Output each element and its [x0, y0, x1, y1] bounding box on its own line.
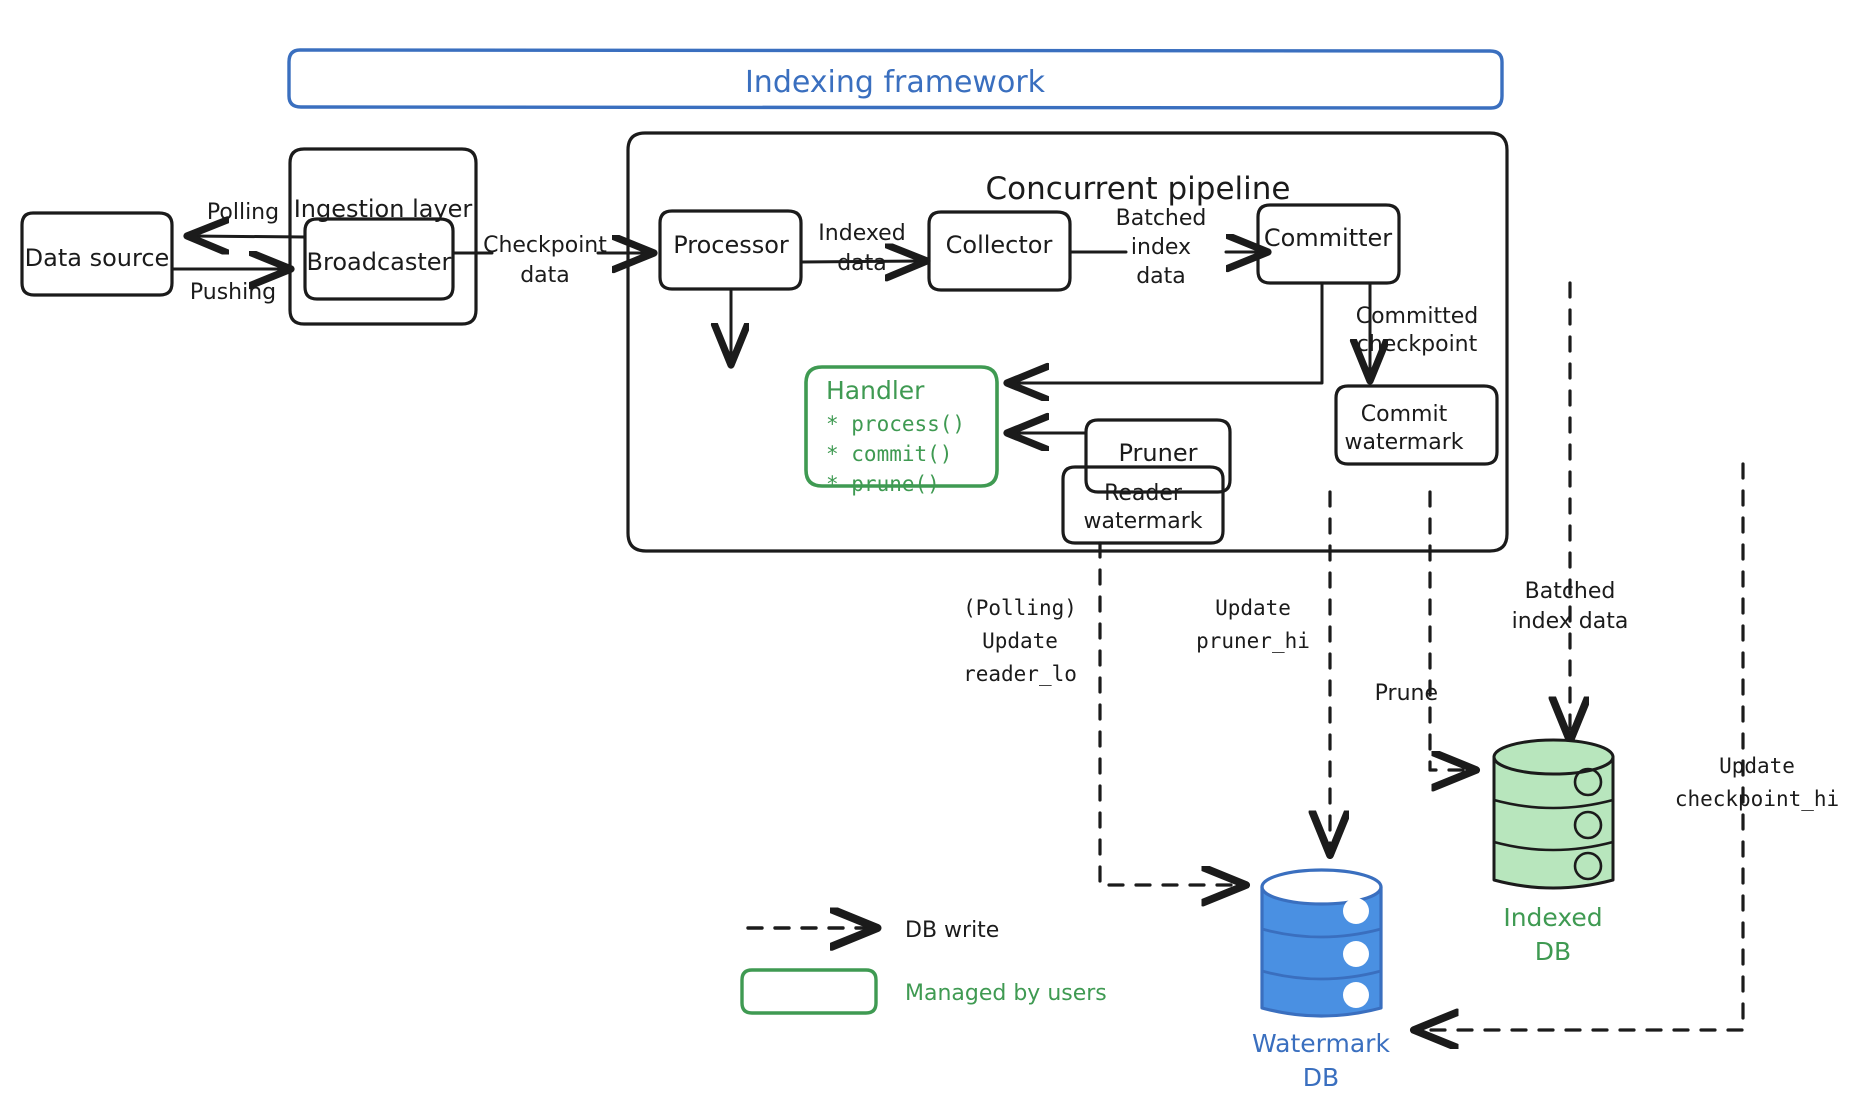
edge-label-checkpoint-data-l2: data	[520, 263, 570, 288]
edge-update-reader-lo	[1098, 541, 1243, 885]
edge-polling	[190, 236, 307, 237]
handler-method-commit: * commit()	[826, 442, 952, 466]
broadcaster-label: Broadcaster	[307, 248, 452, 276]
handler-box[interactable]	[804, 365, 999, 488]
ingestion-layer-title: Ingestion layer	[294, 195, 473, 223]
indexed-db-label-l2: DB	[1535, 937, 1571, 966]
legend-label-managed-by-users: Managed by users	[905, 981, 1107, 1006]
indexed-db-cylinder[interactable]	[1492, 738, 1615, 890]
edge-label-indexed-data-l1: Indexed	[818, 221, 905, 246]
processor-label: Processor	[673, 231, 789, 259]
pruner-box[interactable]	[1084, 418, 1232, 494]
edge-label-pushing: Pushing	[190, 280, 276, 305]
commit-watermark-box[interactable]	[1334, 384, 1499, 466]
pruner-label: Pruner	[1119, 439, 1198, 467]
edge-indexed-data	[799, 261, 924, 262]
legend-green-box-swatch	[740, 968, 878, 1015]
committer-label: Committer	[1264, 224, 1392, 252]
legend-label-db-write: DB write	[905, 918, 999, 943]
edge-label-committed-checkpoint-l1: Committed	[1356, 304, 1479, 329]
handler-method-process: * process()	[826, 412, 965, 436]
edge-label-reader-lo-l1: (Polling)	[963, 596, 1077, 620]
reader-watermark-box[interactable]	[1061, 465, 1225, 545]
handler-title: Handler	[826, 376, 925, 405]
edge-label-polling: Polling	[207, 200, 279, 225]
reader-watermark-label-l2: watermark	[1084, 509, 1203, 534]
framework-container-outline	[287, 48, 1504, 110]
pipeline-title: Concurrent pipeline	[986, 171, 1291, 207]
edge-label-pruner-hi-l2: pruner_hi	[1196, 629, 1310, 653]
watermark-db-label-l2: DB	[1303, 1063, 1339, 1092]
edge-label-batched-bottom-l1: Batched	[1525, 579, 1616, 604]
edge-committer-to-handler	[1010, 281, 1324, 383]
edge-label-batched-top-l3: data	[1136, 264, 1186, 289]
edge-label-batched-top-l1: Batched	[1116, 206, 1207, 231]
edge-label-batched-top-l2: index	[1131, 235, 1191, 260]
edge-label-batched-bottom-l2: index data	[1512, 609, 1629, 634]
data-source-label: Data source	[25, 244, 170, 272]
edge-label-indexed-data-l2: data	[837, 251, 887, 276]
watermark-db-cylinder[interactable]	[1260, 868, 1383, 1018]
indexed-db-label-l1: Indexed	[1503, 903, 1602, 932]
data-source-box[interactable]	[20, 211, 174, 297]
broadcaster-box[interactable]	[303, 217, 455, 301]
ingestion-container-outline	[288, 147, 478, 326]
edge-update-checkpoint-hi	[1417, 462, 1745, 1030]
collector-label: Collector	[946, 231, 1053, 259]
pipeline-container-outline	[626, 131, 1509, 553]
edge-label-reader-lo-l3: reader_lo	[963, 662, 1077, 686]
processor-box[interactable]	[658, 209, 803, 291]
reader-watermark-label-l1: Reader	[1104, 481, 1183, 506]
edge-prune	[1428, 490, 1473, 770]
framework-title: Indexing framework	[745, 65, 1046, 100]
edge-label-checkpoint-hi-l2: checkpoint_hi	[1675, 787, 1839, 811]
edge-label-committed-checkpoint-l2: checkpoint	[1357, 332, 1478, 357]
edge-label-prune: Prune	[1375, 681, 1438, 706]
commit-watermark-label-l2: watermark	[1345, 430, 1464, 455]
commit-watermark-label-l1: Commit	[1361, 402, 1448, 427]
collector-box[interactable]	[927, 210, 1072, 292]
edge-label-checkpoint-data-l1: Checkpoint	[483, 233, 607, 258]
edge-label-checkpoint-hi-l1: Update	[1719, 754, 1795, 778]
watermark-db-label-l1: Watermark	[1252, 1029, 1390, 1058]
handler-method-prune: * prune()	[826, 472, 940, 496]
edge-label-pruner-hi-l1: Update	[1215, 596, 1291, 620]
edge-label-reader-lo-l2: Update	[982, 629, 1058, 653]
